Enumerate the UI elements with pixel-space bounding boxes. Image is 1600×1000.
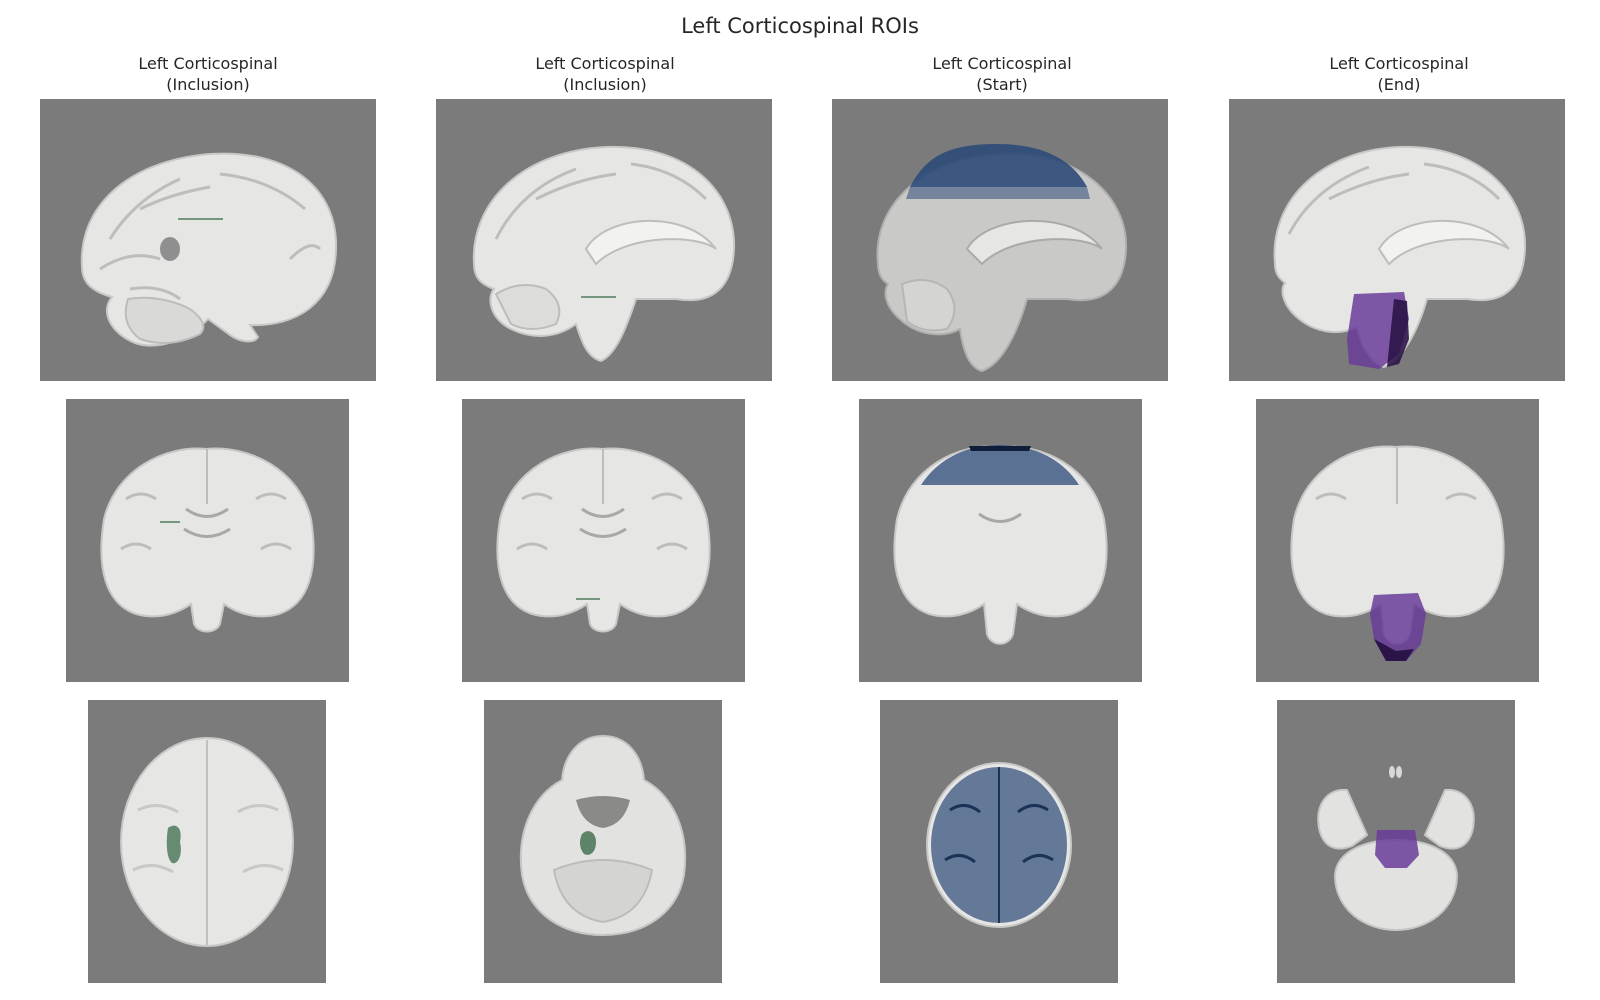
axial-panel-3 [880, 700, 1118, 983]
column-title-4: Left Corticospinal (End) [1229, 53, 1569, 95]
sagittal-panel-3 [832, 99, 1168, 381]
axial-panel-4 [1277, 700, 1515, 983]
axial-brain-image-1 [120, 737, 294, 947]
sagittal-brain-image-3 [876, 144, 1128, 373]
sagittal-panel-1 [40, 99, 376, 381]
sagittal-panel-2 [436, 99, 772, 381]
axial-brain-image-4 [1317, 766, 1475, 932]
axial-brain-image-2 [519, 734, 687, 937]
coronal-panel-3 [859, 399, 1142, 682]
column-title-1-line2: (Inclusion) [166, 75, 250, 94]
roi-overlay-4-coronal [1370, 593, 1426, 661]
column-title-2: Left Corticospinal (Inclusion) [435, 53, 775, 95]
roi-overlay-3-sagittal [910, 144, 1087, 187]
coronal-panel-4 [1256, 399, 1539, 682]
coronal-panel-2 [462, 399, 745, 682]
column-title-4-line1: Left Corticospinal [1329, 54, 1469, 73]
column-title-1-line1: Left Corticospinal [138, 54, 278, 73]
axial-panel-2 [484, 700, 722, 983]
sagittal-brain-image-1 [80, 152, 338, 347]
roi-overlay-3-coronal [921, 445, 1079, 485]
sagittal-brain-image-2 [472, 145, 736, 363]
coronal-brain-image-4 [1290, 445, 1505, 661]
sagittal-brain-image-4 [1273, 145, 1527, 369]
column-title-3-line1: Left Corticospinal [932, 54, 1072, 73]
column-title-3: Left Corticospinal (Start) [832, 53, 1172, 95]
coronal-brain-image-2 [496, 447, 711, 633]
column-title-3-line2: (Start) [976, 75, 1028, 94]
roi-overlay-4-axial [1375, 830, 1419, 868]
coronal-panel-1 [66, 399, 349, 682]
page-title: Left Corticospinal ROIs [681, 14, 919, 38]
column-title-2-line1: Left Corticospinal [535, 54, 675, 73]
sagittal-panel-4 [1229, 99, 1565, 381]
coronal-brain-image-1 [100, 447, 315, 633]
coronal-brain-image-3 [893, 445, 1108, 645]
column-title-4-line2: (End) [1377, 75, 1421, 94]
axial-brain-image-3 [926, 762, 1072, 928]
column-title-2-line2: (Inclusion) [563, 75, 647, 94]
roi-overlay-1-axial [166, 825, 181, 864]
roi-overlay-2-axial [579, 831, 596, 855]
axial-panel-1 [88, 700, 326, 983]
column-title-1: Left Corticospinal (Inclusion) [38, 53, 378, 95]
